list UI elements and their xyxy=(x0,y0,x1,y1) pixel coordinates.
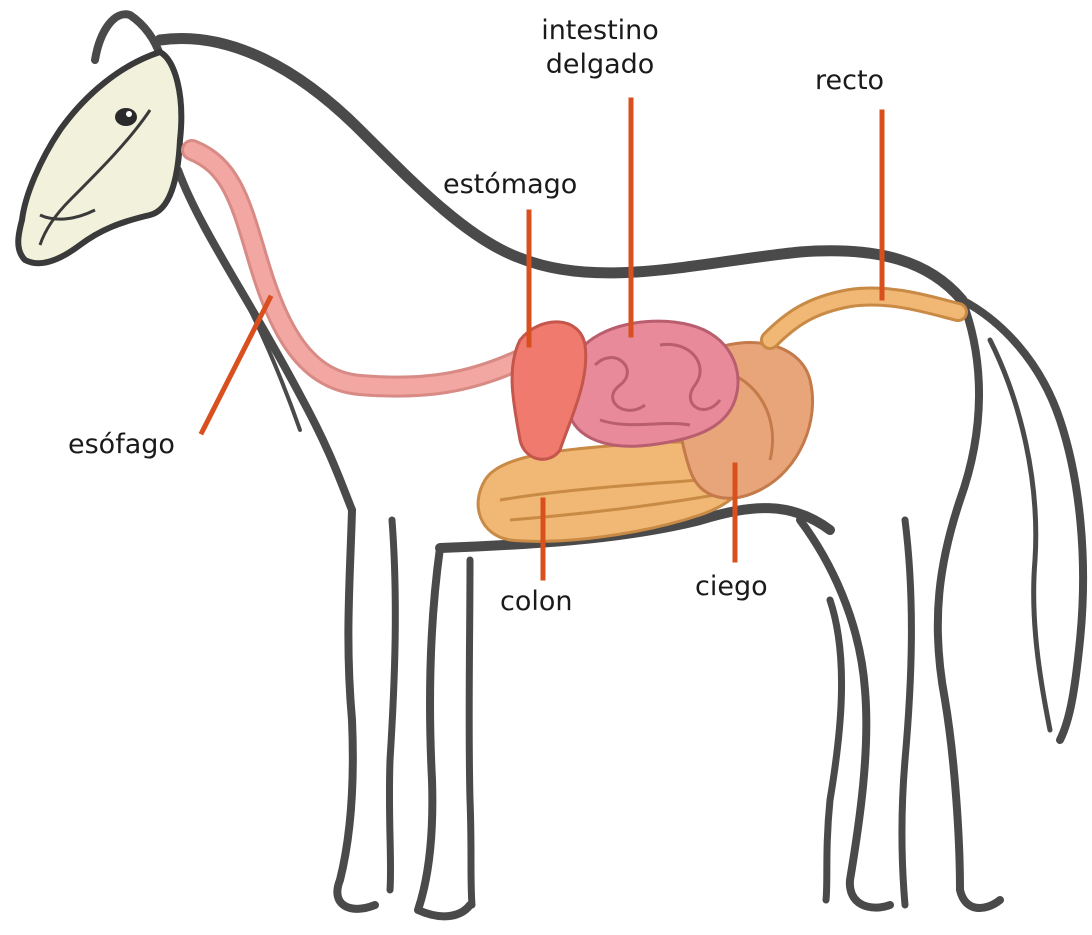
label-small-intestine: intestino delgado xyxy=(530,14,670,82)
horse-eye-icon xyxy=(115,108,137,126)
front-leg-right xyxy=(418,548,470,916)
hind-leg-left-inner xyxy=(826,600,842,900)
hind-leg-left xyxy=(800,520,890,908)
horse-tail-inner xyxy=(990,340,1050,730)
skull-shape xyxy=(18,52,181,263)
front-leg-right-inner xyxy=(469,560,472,905)
hind-leg-right xyxy=(938,300,1000,908)
label-colon: colon xyxy=(500,585,573,619)
horse-head xyxy=(18,52,181,263)
front-leg-left xyxy=(337,510,375,909)
label-stomach: estómago xyxy=(443,168,577,202)
hind-leg-right-inner xyxy=(902,520,911,905)
label-cecum: ciego xyxy=(695,570,768,604)
label-small-intestine-line2: delgado xyxy=(530,48,670,82)
label-small-intestine-line1: intestino xyxy=(530,14,670,48)
front-leg-left-inner xyxy=(389,520,395,890)
small-intestine-organ xyxy=(565,321,738,446)
label-rectum: recto xyxy=(815,64,884,98)
label-esophagus: esófago xyxy=(68,428,175,462)
stomach-organ xyxy=(512,322,586,459)
leader-esophagus xyxy=(202,298,270,432)
rectum-organ-fill xyxy=(770,296,958,340)
digestive-organs xyxy=(192,150,958,541)
eye-highlight xyxy=(126,111,132,117)
